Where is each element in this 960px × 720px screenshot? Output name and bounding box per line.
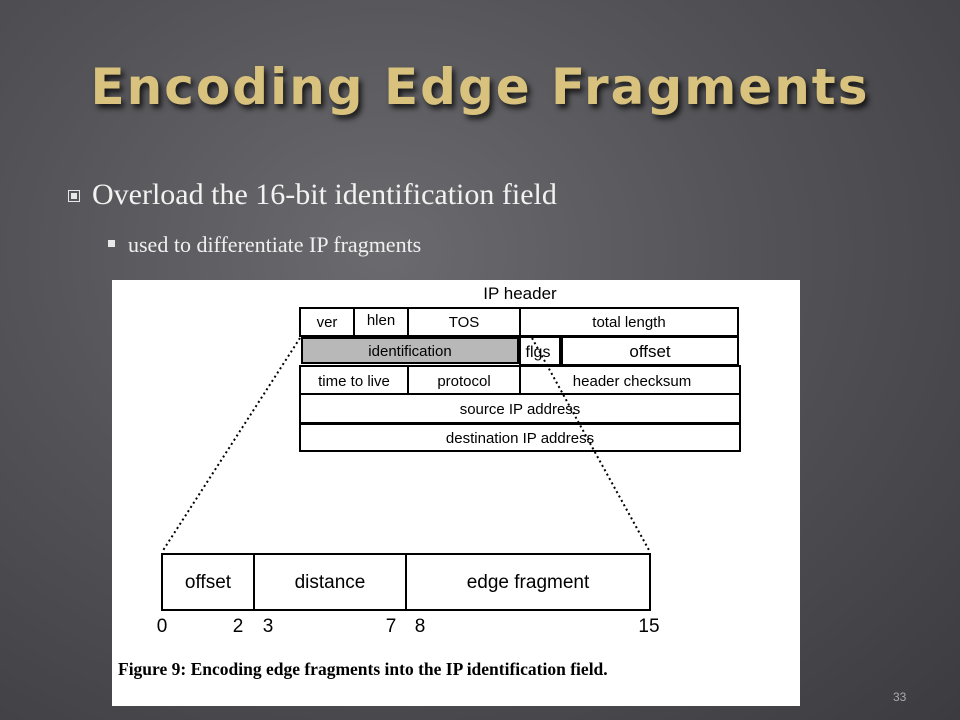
label-checksum: header checksum [573, 373, 691, 390]
label-encoding-offset: offset [185, 572, 232, 593]
bullet-1-text: Overload the 16-bit identification field [92, 178, 557, 211]
encoding-edge-fragment-box [405, 553, 651, 611]
figure-panel: IP header ver hlen TOS total length iden [112, 280, 800, 706]
bullet-level-1: Overload the 16-bit identification field [68, 178, 557, 212]
figure-caption: Figure 9: Encoding edge fragments into t… [118, 659, 608, 679]
bit-label-8: 8 [415, 616, 426, 637]
bit-label-7: 7 [386, 616, 397, 637]
square-bullet-icon [68, 190, 80, 202]
label-encoding-edge-fragment: edge fragment [467, 572, 590, 593]
label-hlen: hlen [367, 312, 395, 329]
bit-label-15: 15 [638, 616, 659, 637]
label-flgs: flgs [526, 344, 551, 361]
label-total-length: total length [592, 314, 665, 331]
bullet-2-text: used to differentiate IP fragments [128, 232, 422, 257]
dotted-expansion-line-left [161, 337, 301, 553]
field-dst-box [299, 423, 741, 452]
label-offset: offset [629, 342, 671, 361]
ip-header-diagram: IP header ver hlen TOS total length iden [157, 284, 741, 637]
label-dst: destination IP address [446, 430, 594, 447]
slide-title: Encoding Edge Fragments [90, 58, 870, 116]
label-src: source IP address [460, 401, 581, 418]
label-identification: identification [368, 343, 451, 360]
bit-label-2: 2 [233, 616, 244, 637]
bullet-level-2: used to differentiate IP fragments [108, 232, 422, 258]
page-number: 33 [893, 690, 907, 704]
label-tos: TOS [449, 314, 480, 331]
dotted-expansion-line-right [531, 337, 651, 553]
label-ttl: time to live [318, 373, 390, 390]
bit-label-3: 3 [263, 616, 274, 637]
header-title: IP header [483, 284, 557, 303]
bit-label-0: 0 [157, 616, 168, 637]
small-square-bullet-icon [108, 240, 115, 247]
field-identification-box [301, 337, 519, 364]
label-ver: ver [317, 314, 338, 331]
label-encoding-distance: distance [295, 572, 366, 593]
label-protocol: protocol [437, 373, 490, 390]
